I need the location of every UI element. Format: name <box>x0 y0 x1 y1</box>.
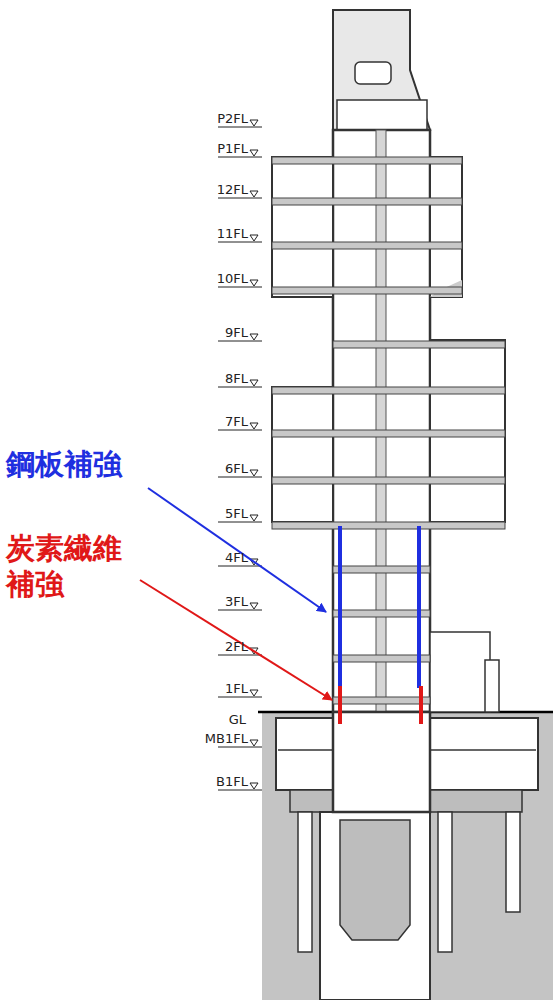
floor-slab <box>333 697 430 704</box>
floor-level-label: 2FL <box>168 639 248 655</box>
floor-level-label: 9FL <box>168 325 248 341</box>
floor-slab <box>272 387 505 394</box>
floor-level-label: 8FL <box>168 371 248 387</box>
floor-slab <box>272 477 505 484</box>
floor-slab <box>272 430 505 437</box>
level-line <box>218 127 262 128</box>
floor-level-label: B1FL <box>168 774 248 790</box>
floor-slab <box>272 522 505 529</box>
level-line <box>218 242 262 243</box>
floor-level-label: 10FL <box>168 271 248 287</box>
level-line <box>218 341 262 342</box>
floor-slab <box>272 287 462 294</box>
floor-slab <box>333 610 430 617</box>
carbon-fiber-callout: 炭素繊維 補強 <box>6 530 131 603</box>
level-line <box>218 790 262 791</box>
level-line <box>218 287 262 288</box>
floor-slab <box>272 157 462 164</box>
level-triangle <box>250 380 258 386</box>
steel-plate-callout: 鋼板補強 <box>6 446 122 482</box>
level-line <box>218 747 262 748</box>
level-triangle <box>250 120 258 126</box>
level-line <box>218 522 262 523</box>
level-triangle <box>250 740 258 746</box>
floor-level-label: 11FL <box>168 226 248 242</box>
level-line <box>218 387 262 388</box>
level-triangle <box>250 603 258 609</box>
level-triangle <box>250 690 258 696</box>
level-triangle <box>250 334 258 340</box>
level-triangle <box>250 470 258 476</box>
floor-level-label: GL <box>166 712 246 728</box>
floor-level-label: MB1FL <box>168 731 248 747</box>
floor-level-label: 5FL <box>168 506 248 522</box>
level-line <box>218 610 262 611</box>
floor-slab <box>333 655 430 662</box>
floor-level-label: 3FL <box>168 594 248 610</box>
level-triangle <box>250 235 258 241</box>
level-line <box>218 430 262 431</box>
level-line <box>218 655 262 656</box>
level-line <box>218 157 262 158</box>
floor-level-label: 6FL <box>168 461 248 477</box>
floor-slab <box>333 341 505 348</box>
level-triangle <box>250 191 258 197</box>
level-line <box>218 477 262 478</box>
floor-slab <box>333 566 430 573</box>
level-triangle <box>250 423 258 429</box>
floor-slab <box>272 242 462 249</box>
floor-level-label: 1FL <box>168 681 248 697</box>
floor-level-label: 12FL <box>168 182 248 198</box>
floor-level-label: 7FL <box>168 414 248 430</box>
level-line <box>218 697 262 698</box>
floor-level-label: 4FL <box>168 550 248 566</box>
level-line <box>218 566 262 567</box>
floor-level-label: P2FL <box>168 111 248 127</box>
level-triangle <box>250 280 258 286</box>
level-line <box>218 198 262 199</box>
level-triangle <box>250 515 258 521</box>
floor-slab <box>272 198 462 205</box>
level-triangle <box>250 783 258 789</box>
floor-level-label: P1FL <box>168 141 248 157</box>
level-triangle <box>250 150 258 156</box>
